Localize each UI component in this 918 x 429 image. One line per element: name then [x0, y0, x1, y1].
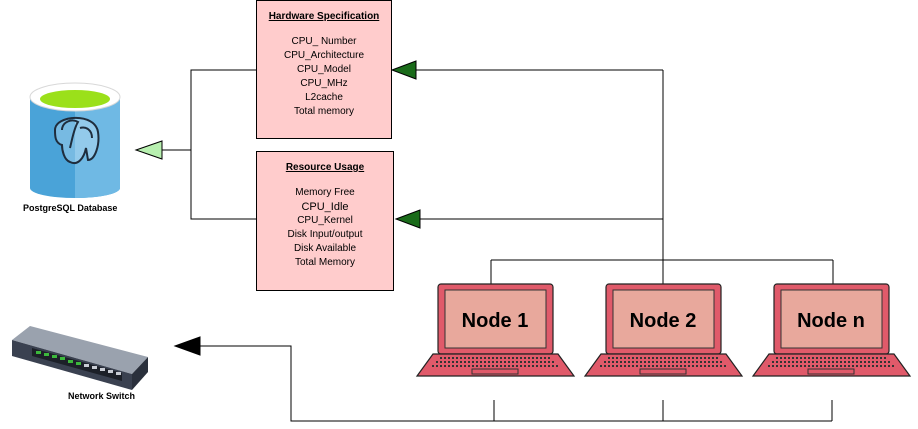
switch-arrow-head [173, 336, 201, 356]
hardware-specification-box: Hardware Specification CPU_ Number CPU_A… [256, 0, 392, 139]
network-switch-label: Network Switch [68, 391, 136, 401]
hardware-item: Total memory [293, 106, 354, 117]
hardware-item: CPU_Model [297, 64, 351, 75]
resource-item: Memory Free [295, 187, 355, 198]
postgresql-elephant-icon [29, 82, 121, 198]
resource-item: CPU_Idle [301, 201, 349, 213]
hardware-item: CPU_MHz [300, 78, 348, 89]
laptop-node-n-icon [751, 283, 912, 377]
database-label: PostgreSQL Database [23, 203, 118, 213]
hardware-arrow-head [390, 60, 417, 80]
db-bracket-line [190, 69, 256, 220]
resource-usage-box: Resource Usage Memory Free CPU_Idle CPU_… [256, 151, 394, 291]
switch-link-line [200, 345, 832, 422]
laptop-node-2-icon [583, 283, 744, 377]
laptop-node-1-icon [415, 283, 576, 377]
resource-item: Disk Available [293, 243, 357, 254]
resource-arrow-head [394, 209, 421, 229]
hardware-item: L2cache [305, 92, 343, 103]
hardware-item: CPU_Architecture [283, 50, 365, 61]
db-arrow-head [134, 140, 163, 160]
resource-item: CPU_Kernel [297, 215, 353, 226]
hardware-box-title: Hardware Specification [268, 11, 380, 22]
node-1-label: Node 1 [461, 310, 529, 332]
node-2-label: Node 2 [629, 310, 697, 332]
hardware-item: CPU_ Number [291, 36, 357, 47]
node-n-label: Node n [797, 310, 865, 332]
resource-box-title: Resource Usage [285, 162, 365, 173]
resource-item: Total Memory [294, 257, 355, 268]
network-switch-icon [12, 326, 148, 390]
resource-item: Disk Input/output [287, 229, 363, 240]
